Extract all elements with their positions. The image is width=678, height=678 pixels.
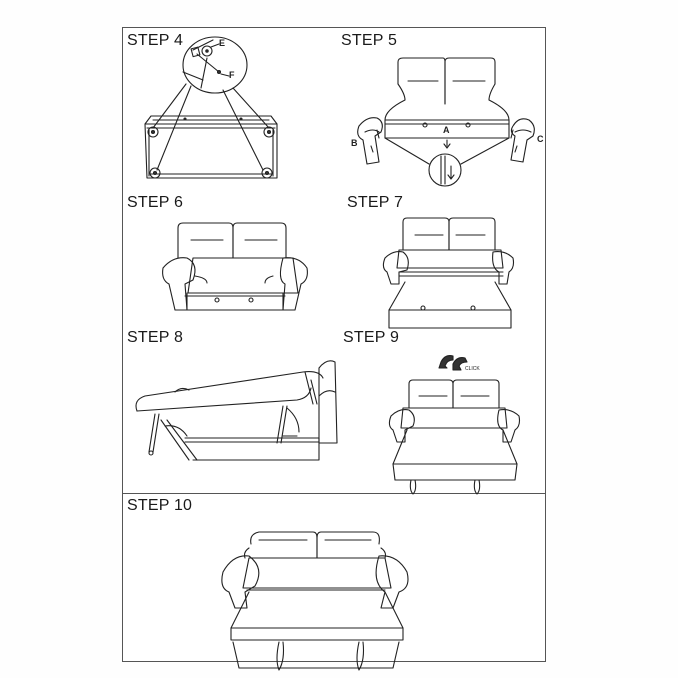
svg-text:A: A: [443, 125, 450, 135]
step-4-label: STEP 4: [127, 32, 184, 49]
svg-text:CLICK: CLICK: [465, 366, 480, 372]
step-8-label: STEP 8: [127, 329, 184, 346]
step-5-label: STEP 5: [341, 32, 398, 49]
svg-text:B: B: [351, 138, 358, 148]
step-10-label: STEP 10: [127, 497, 193, 514]
step-8-seat-lifted: [135, 360, 338, 461]
svg-text:C: C: [537, 134, 544, 144]
svg-text:F: F: [229, 70, 235, 80]
step-4-frame-diagram: E F: [144, 36, 278, 179]
step-9-backrest-fold: CLICK: [388, 355, 521, 495]
step-6-assembled-sofa: [162, 222, 308, 311]
section-divider: [123, 493, 545, 494]
step-7-label: STEP 7: [347, 194, 404, 211]
step-5-armrest-attachment-diagram: A B C: [351, 57, 544, 187]
illustrations: E F A B C: [135, 36, 544, 671]
click-recline-icon: CLICK: [438, 355, 480, 372]
step-7-pull-out-drawer: [382, 217, 515, 329]
svg-text:E: E: [219, 38, 225, 48]
step-6-label: STEP 6: [127, 194, 184, 211]
instruction-sheet: STEP 4 STEP 5 STEP 6 STEP 7 STEP 8 STEP …: [122, 27, 546, 671]
step-9-label: STEP 9: [343, 329, 400, 346]
step-10-sofa-bed-open: [221, 531, 409, 671]
